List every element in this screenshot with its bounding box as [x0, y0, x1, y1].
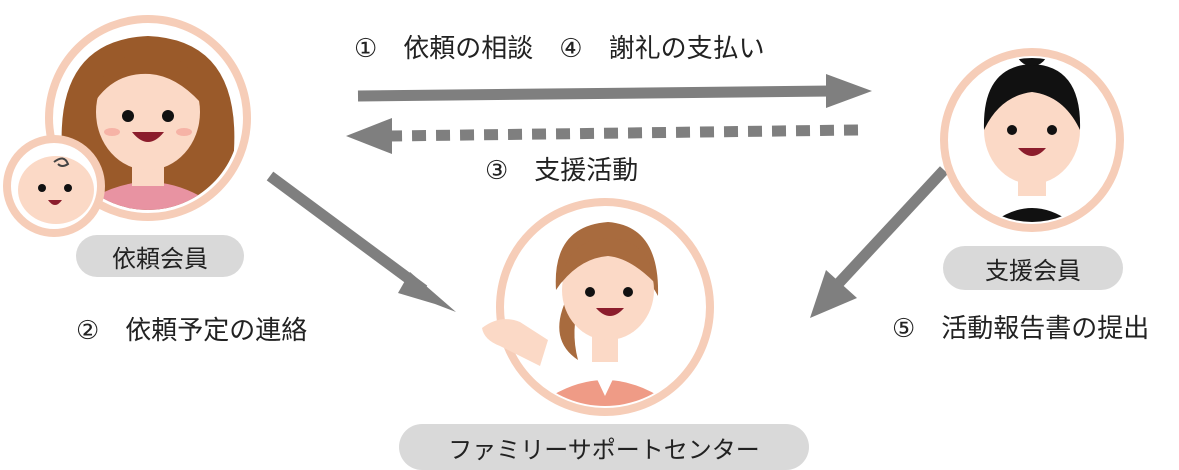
arrow-support-activity [346, 118, 859, 154]
center-label: ファミリーサポートセンター [399, 424, 809, 470]
supporter-label: 支援会員 [943, 246, 1123, 290]
arrow-request-payment [357, 74, 872, 108]
arrow-schedule-notice [266, 171, 456, 312]
arrow-activity-report [810, 166, 949, 318]
center-staff-avatar-icon [482, 198, 714, 416]
requester-label: 依頼会員 [76, 235, 244, 277]
flow-label-activity-report: ⑤ 活動報告書の提出 [892, 314, 1150, 344]
flow-label-request-payment: ① 依頼の相談 ④ 謝礼の支払い [354, 34, 765, 64]
baby-avatar-icon [3, 135, 105, 237]
supporter-avatar-icon [940, 48, 1124, 232]
flow-label-support-activity: ③ 支援活動 [485, 156, 639, 186]
flow-label-schedule-notice: ② 依頼予定の連絡 [76, 316, 308, 346]
